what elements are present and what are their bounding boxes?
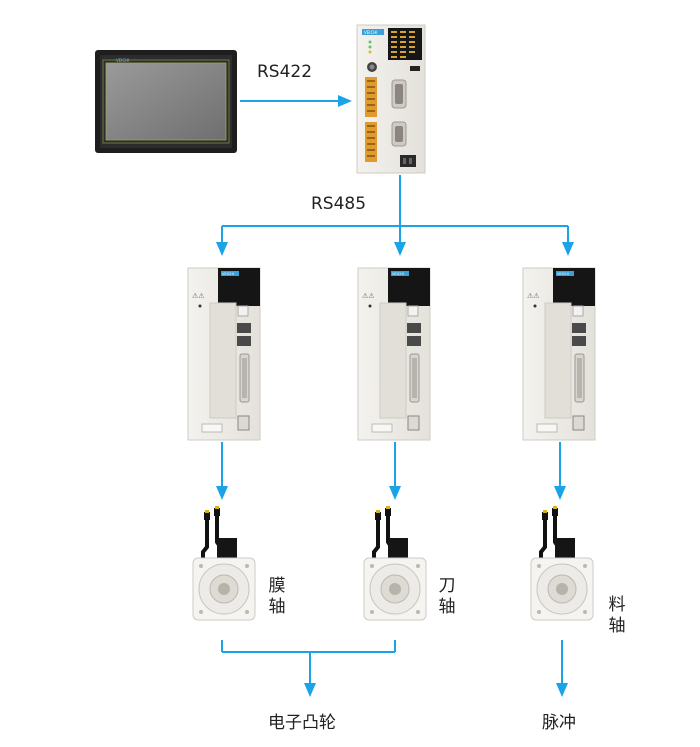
servo-drive-3: VEICHI ⚠⚠ xyxy=(522,267,596,441)
rs422-label: RS422 xyxy=(257,62,313,82)
drive-brand-text: VEICHI xyxy=(222,272,234,276)
motor-2-label: 刀 轴 xyxy=(438,576,456,617)
pulse-label: 脉冲 xyxy=(542,713,576,733)
motor-3-label: 料 轴 xyxy=(608,595,626,636)
rs485-label: RS485 xyxy=(311,194,367,214)
plc-brand-text: VEICHI xyxy=(364,30,377,35)
drive-brand-text: VEICHI xyxy=(557,272,569,276)
svg-text:⚠⚠: ⚠⚠ xyxy=(362,292,375,300)
svg-text:⚠⚠: ⚠⚠ xyxy=(527,292,540,300)
svg-text:⚠⚠: ⚠⚠ xyxy=(192,292,205,300)
servo-motor-3 xyxy=(530,506,594,621)
servo-motor-1 xyxy=(192,506,256,621)
plc-controller: VEICHI xyxy=(356,24,426,174)
drive-motor-arrows xyxy=(216,442,566,500)
servo-drive-1: VEICHI ⚠⚠ xyxy=(187,267,261,441)
electronic-cam-label: 电子凸轮 xyxy=(268,713,336,733)
drive-brand-text: VEICHI xyxy=(392,272,404,276)
rs422-link xyxy=(240,95,352,107)
servo-motor-2 xyxy=(363,506,427,621)
hmi-touchscreen: VEICHI xyxy=(95,50,237,153)
output-arrows xyxy=(221,640,568,697)
rs485-bus xyxy=(216,175,574,256)
hmi-brand-text: VEICHI xyxy=(116,58,129,63)
motor-1-label: 膜 轴 xyxy=(268,576,286,617)
servo-drive-2: VEICHI ⚠⚠ xyxy=(357,267,431,441)
